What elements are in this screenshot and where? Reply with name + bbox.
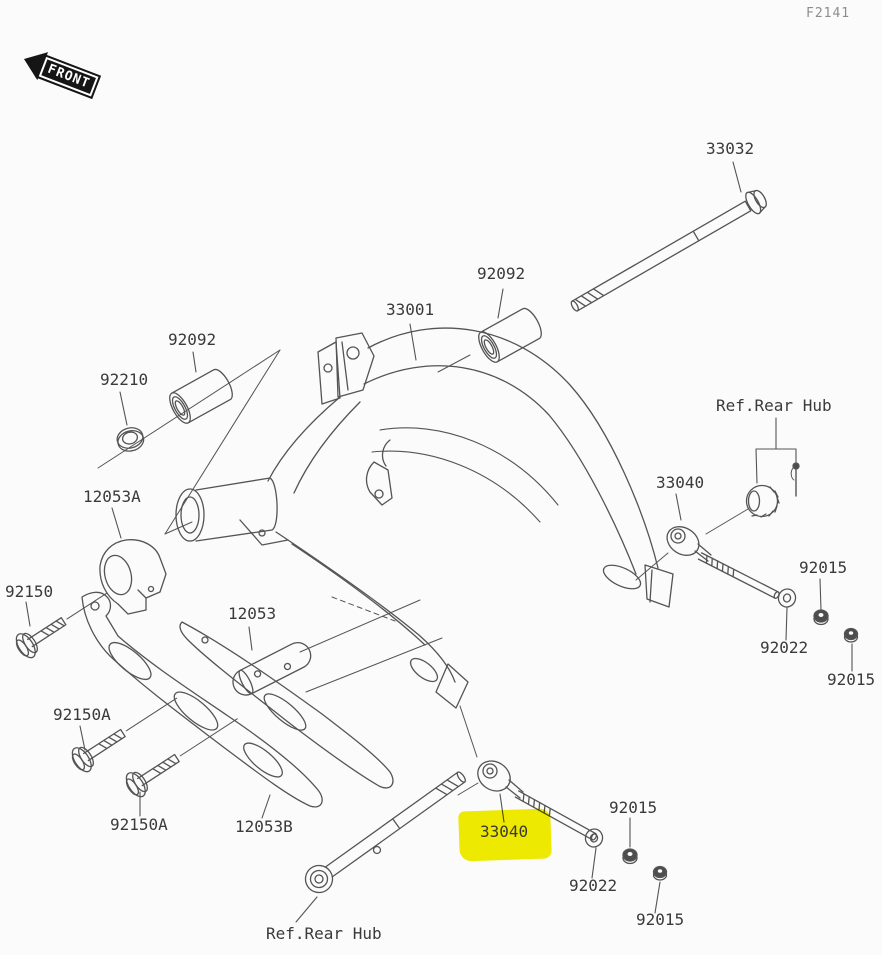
guard-12053b-drawing <box>81 591 323 819</box>
part-label-92150a-2: 92150A <box>110 815 168 834</box>
nut-92015-bottom2-drawing <box>652 865 668 914</box>
part-label-92092-right: 92092 <box>477 264 526 283</box>
nut-92015-right2-drawing <box>843 627 859 672</box>
nut-92015-bottom1-drawing <box>622 817 638 865</box>
rear-hub-ref-top-drawing <box>705 417 800 535</box>
washer-92022-bottom-drawing <box>584 828 604 879</box>
part-label-33040-bottom-highlighted: 33040 <box>480 822 529 841</box>
bolt-92150a-1-drawing <box>71 697 178 773</box>
guard-backing-drawing <box>179 621 394 789</box>
bolt-92150a-2-drawing <box>125 718 238 817</box>
figure-code: F2141 <box>806 6 851 21</box>
part-label-12053b: 12053B <box>235 817 293 836</box>
adjuster-33040-right-drawing <box>635 493 780 599</box>
part-label-92015-b2: 92015 <box>636 910 685 929</box>
bolt-92150-drawing <box>15 592 108 659</box>
part-label-92015-b1: 92015 <box>609 798 658 817</box>
rear-axle-bottom-drawing <box>295 771 466 923</box>
washer-92022-right-drawing <box>777 588 797 641</box>
guide-12053-drawing <box>232 599 443 696</box>
ref-label-rear-hub-bottom: Ref.Rear Hub <box>266 924 382 943</box>
adjuster-33040-bottom-drawing <box>457 760 598 841</box>
part-label-12053: 12053 <box>228 604 277 623</box>
part-label-12053a: 12053A <box>83 487 141 506</box>
part-label-92210: 92210 <box>100 370 149 389</box>
bushing-92092-left-drawing <box>169 351 233 424</box>
part-label-92150: 92150 <box>5 582 54 601</box>
part-label-92015-r1: 92015 <box>799 558 848 577</box>
part-label-92150a-1: 92150A <box>53 705 111 724</box>
bushing-92092-right-drawing <box>437 288 542 373</box>
nut-92210-drawing <box>116 391 145 452</box>
part-label-92022-right: 92022 <box>760 638 809 657</box>
part-label-92022-bottom: 92022 <box>569 876 618 895</box>
ref-label-rear-hub-top: Ref.Rear Hub <box>716 396 832 415</box>
clamp-12053a-drawing <box>99 507 167 615</box>
swingarm-33001-drawing <box>175 323 674 758</box>
nut-92015-right1-drawing <box>813 578 829 626</box>
axle-33032-drawing <box>570 161 767 312</box>
part-label-33032: 33032 <box>706 139 755 158</box>
part-label-92015-r2: 92015 <box>827 670 876 689</box>
part-label-92092-left: 92092 <box>168 330 217 349</box>
part-label-33001: 33001 <box>386 300 435 319</box>
part-label-33040-right: 33040 <box>656 473 705 492</box>
